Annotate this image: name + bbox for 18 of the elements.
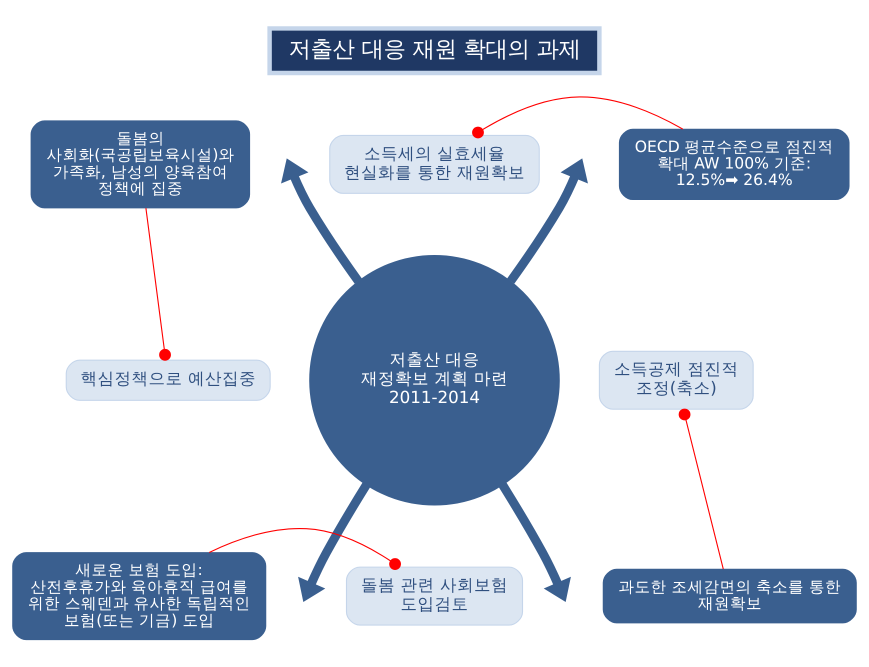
connector <box>472 96 684 138</box>
node-circle: 저출산 대응 재정확보 계획 마련 2011-2014 <box>309 254 560 506</box>
node-box: 돌봄의 사회화(국공립보육시설)와 가족화, 남성의 양육참여 정책에 집중 <box>30 120 250 208</box>
node-box: 소득공제 점진적 조정(축소) <box>598 350 754 410</box>
node-box: 소득세의 실효세율 현실화를 통한 재원확보 <box>329 134 540 194</box>
node-box: 새로운 보험 도입: 산전후휴가와 육아휴직 급여를 위한 스웨덴과 유사한 독립적인 보험(또는 기금) 도입 <box>12 552 266 640</box>
connector <box>145 208 171 360</box>
node-box: OECD 평균수준으로 점진적 확대 AW 100% 기준: 12.5%➡ 26.4% <box>618 128 850 200</box>
arrow <box>507 158 588 284</box>
node-box: 저출산 대응 재원 확대의 과제 <box>267 26 602 75</box>
node-box: 핵심정책으로 예산집중 <box>66 359 271 400</box>
connector <box>678 408 724 569</box>
arrow <box>498 482 571 602</box>
arrow <box>298 482 370 602</box>
arrow <box>281 158 362 284</box>
node-box: 돌봄 관련 사회보험 도입검토 <box>346 566 524 626</box>
connector <box>208 527 401 570</box>
node-box: 과도한 조세감면의 축소를 통한 재원확보 <box>602 568 857 623</box>
